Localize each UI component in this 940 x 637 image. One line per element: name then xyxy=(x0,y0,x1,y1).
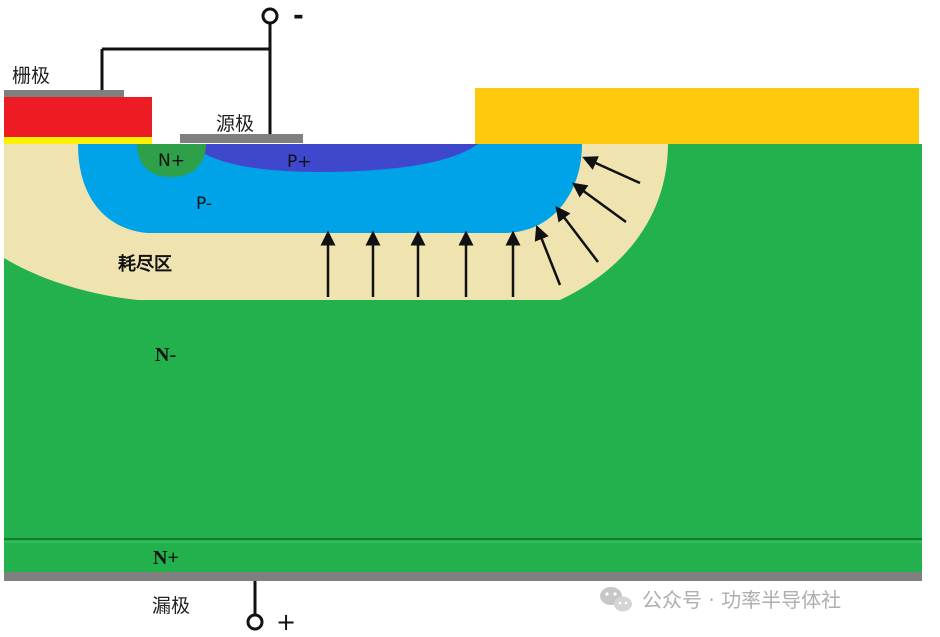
field-arrow xyxy=(582,156,641,185)
watermark-text: 公众号 · 功率半导体社 xyxy=(642,588,841,612)
field-arrow xyxy=(555,206,599,263)
p-plus-region xyxy=(190,144,478,172)
p-minus-label: P- xyxy=(196,194,212,214)
plus-sign-label: + xyxy=(276,608,296,636)
n-plus-source-label: N+ xyxy=(158,151,185,171)
n-plus-source-region xyxy=(137,144,206,177)
gate-poly xyxy=(4,97,152,137)
field-plate xyxy=(475,88,919,144)
n-minus-label: N- xyxy=(155,344,176,366)
gate-oxide xyxy=(4,137,152,144)
minus-sign-label: - xyxy=(293,1,304,31)
drain-metal xyxy=(4,572,922,581)
source-terminal-node xyxy=(261,7,279,25)
source-label: 源极 xyxy=(216,113,254,135)
gate-label: 栅极 xyxy=(12,65,50,87)
p-minus-body-region xyxy=(78,144,582,233)
gate-metal xyxy=(4,90,124,97)
wechat-icon xyxy=(600,587,632,612)
drain-label: 漏极 xyxy=(152,595,190,617)
field-arrow xyxy=(534,225,562,286)
drain-terminal-node xyxy=(246,613,264,631)
terminal-wiring xyxy=(100,24,272,614)
electric-field-arrows xyxy=(320,156,641,297)
n-plus-drain-label: N+ xyxy=(153,547,179,569)
field-arrow xyxy=(571,182,627,224)
depletion-label: 耗尽区 xyxy=(118,253,172,275)
source-metal xyxy=(180,134,303,143)
p-plus-label: P+ xyxy=(287,152,312,172)
